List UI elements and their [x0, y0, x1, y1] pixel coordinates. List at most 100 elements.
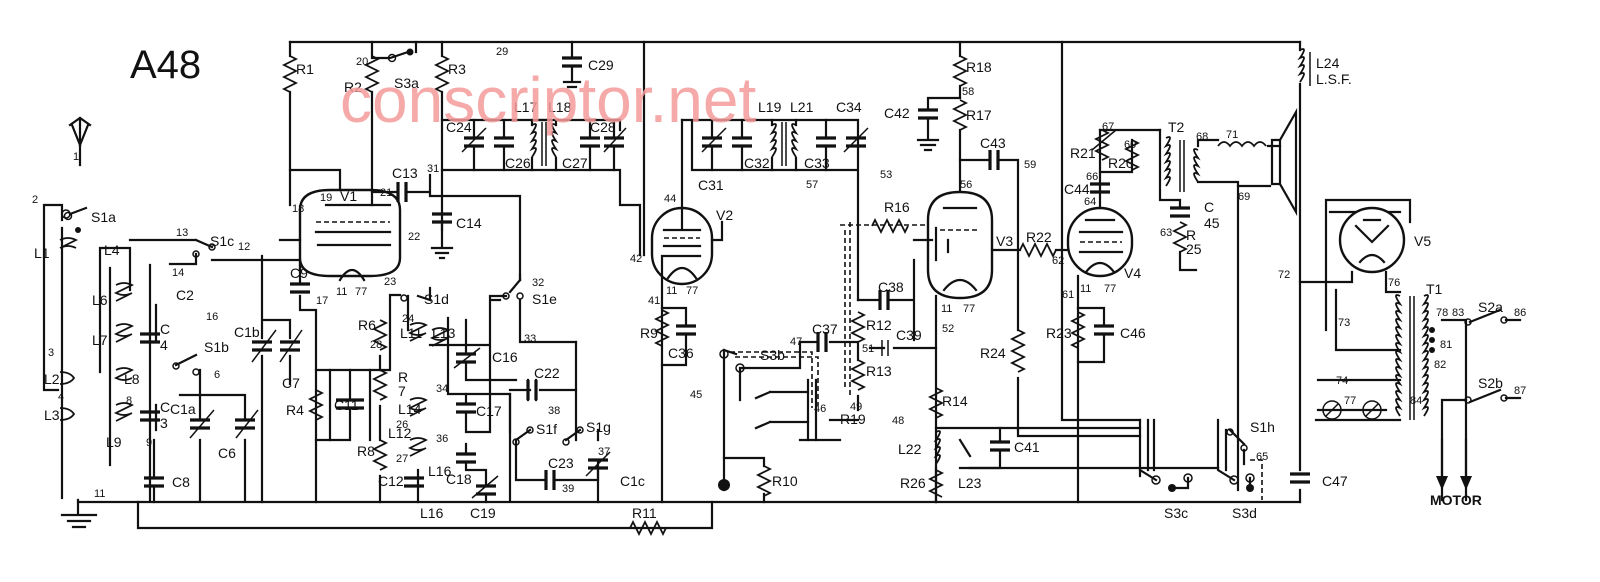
- valve-v1: [278, 168, 402, 282]
- label-n63: 63: [1160, 227, 1172, 239]
- label-c34: C34: [836, 99, 862, 115]
- label-s1c: S1c: [210, 233, 234, 249]
- label-c18: C18: [446, 471, 472, 487]
- label-c4a: C: [160, 321, 170, 337]
- capacitor-c47: [1290, 472, 1310, 484]
- label-n84: 84: [1410, 395, 1422, 407]
- if-transformer-2: [680, 118, 869, 302]
- label-c47: C47: [1322, 473, 1348, 489]
- label-s3a: S3a: [394, 75, 419, 91]
- label-r18: R18: [966, 59, 992, 75]
- capacitor-c14: [430, 212, 454, 260]
- label-n3: 3: [48, 347, 54, 359]
- label-n18: 18: [292, 203, 304, 215]
- valve-label-v2: V2: [716, 207, 733, 223]
- valve-label-v4: V4: [1124, 265, 1141, 281]
- label-l13: L13: [432, 325, 456, 341]
- resistor-r9: [653, 309, 671, 347]
- resistor-r2: [363, 40, 381, 192]
- label-l24: L24: [1316, 55, 1340, 71]
- mains-transformer-t1: [1314, 270, 1435, 422]
- label-r7: R: [398, 369, 408, 385]
- label-c17: C17: [476, 403, 502, 419]
- label-c3b: 3: [160, 415, 168, 431]
- label-l16-a: L16: [420, 505, 444, 521]
- label-l16-b: L16: [428, 463, 452, 479]
- resistor-r1: [281, 40, 299, 207]
- capacitor-c13: [370, 173, 522, 282]
- label-c16: C16: [492, 349, 518, 365]
- label-n48: 48: [892, 415, 904, 427]
- label-c31: C31: [698, 177, 724, 193]
- label-n37: 37: [598, 446, 610, 458]
- capacitor-c42: [916, 96, 962, 152]
- label-r4: R4: [286, 402, 304, 418]
- label-p77-v4: 77: [1104, 283, 1116, 295]
- label-n12: 12: [238, 241, 250, 253]
- label-l12: L12: [388, 425, 412, 441]
- watermark: conscriptor.net: [340, 64, 756, 136]
- label-s3d: S3d: [1232, 505, 1257, 521]
- label-s1d: S1d: [424, 291, 449, 307]
- resistor-r14: [927, 387, 945, 419]
- tone-control-r20-r21: [1091, 128, 1162, 174]
- motor-arrows: [1436, 438, 1472, 490]
- label-n64: 64: [1084, 196, 1096, 208]
- label-r21: R21: [1070, 145, 1096, 161]
- label-r9: R9: [640, 325, 658, 341]
- label-c28: C28: [590, 119, 616, 135]
- label-c44: C44: [1064, 181, 1090, 197]
- label-l22: L22: [898, 441, 922, 457]
- label-s3c: S3c: [1164, 505, 1188, 521]
- band-switch-block: [428, 273, 611, 504]
- label-r3: R3: [448, 61, 466, 77]
- if-transformer-1: [440, 118, 642, 257]
- label-c7: C7: [282, 375, 300, 391]
- tuning-cap-c1a: [178, 393, 259, 502]
- label-p77-lamp: 77: [1344, 395, 1356, 407]
- label-n38: 38: [548, 405, 560, 417]
- label-n78: 78: [1436, 307, 1448, 319]
- label-n36: 36: [436, 433, 448, 445]
- label-p11-v4: 11: [1080, 283, 1091, 295]
- chassis-rail: [76, 500, 1302, 530]
- label-n69: 69: [1238, 191, 1250, 203]
- label-n53: 53: [880, 169, 892, 181]
- label-p11-v1: 11: [336, 286, 347, 298]
- label-motor: MOTOR: [1430, 492, 1482, 508]
- switch-s3c: [1138, 418, 1193, 492]
- switch-s2a: [1440, 308, 1522, 502]
- label-t1: T1: [1426, 281, 1443, 297]
- label-c27: C27: [562, 155, 588, 171]
- label-p11-v2: 11: [666, 285, 677, 297]
- label-r10: R10: [772, 473, 798, 489]
- label-c45a: C: [1204, 199, 1214, 215]
- label-r16: R16: [884, 199, 910, 215]
- label-p11-v3: 11: [941, 303, 952, 315]
- label-c29: C29: [588, 57, 614, 73]
- label-lsf: L.S.F.: [1316, 71, 1352, 87]
- label-r25b: 25: [1186, 241, 1202, 257]
- label-c45b: 45: [1204, 215, 1220, 231]
- label-n49: 49: [850, 401, 862, 413]
- resistor-r3: [433, 40, 451, 232]
- label-r13: R13: [866, 363, 892, 379]
- resistor-r24: [1009, 329, 1027, 432]
- label-n19: 19: [320, 192, 332, 204]
- label-n41: 41: [648, 295, 660, 307]
- label-s2b: S2b: [1478, 375, 1503, 391]
- label-n71: 71: [1226, 129, 1238, 141]
- label-s1h: S1h: [1250, 419, 1275, 435]
- label-l18: L18: [548, 99, 572, 115]
- label-n26: 26: [396, 419, 408, 431]
- label-n67: 67: [1102, 121, 1114, 133]
- label-n32: 32: [532, 277, 544, 289]
- label-c4b: 4: [160, 337, 168, 353]
- capacitor-c29: [562, 40, 582, 89]
- label-c37: C37: [812, 321, 838, 337]
- valve-label-v3: V3: [996, 233, 1013, 249]
- label-r2: R2: [344, 79, 362, 95]
- label-r17: R17: [966, 107, 992, 123]
- label-r6: R6: [358, 317, 376, 333]
- label-r7b: 7: [398, 383, 406, 399]
